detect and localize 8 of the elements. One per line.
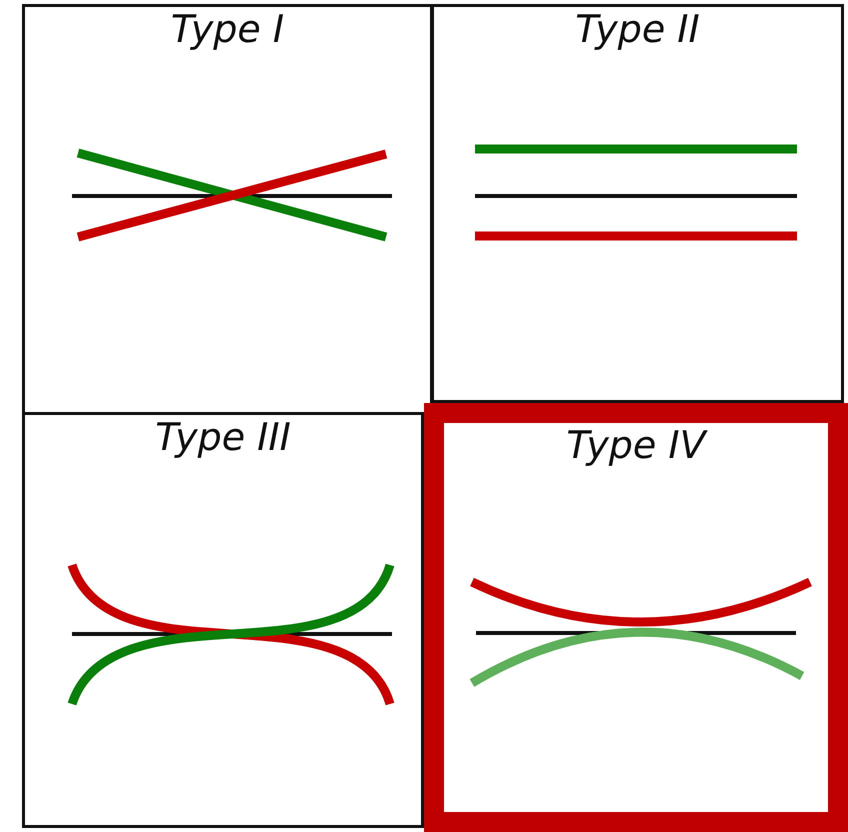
panel (22, 4, 433, 415)
panel-title: Type I (170, 7, 284, 51)
panel-title: Type IV (566, 423, 706, 467)
panel (424, 403, 848, 832)
panel (431, 4, 844, 403)
panel-title: Type III (155, 415, 291, 459)
panel-title: Type II (575, 7, 700, 51)
panel (22, 412, 424, 828)
